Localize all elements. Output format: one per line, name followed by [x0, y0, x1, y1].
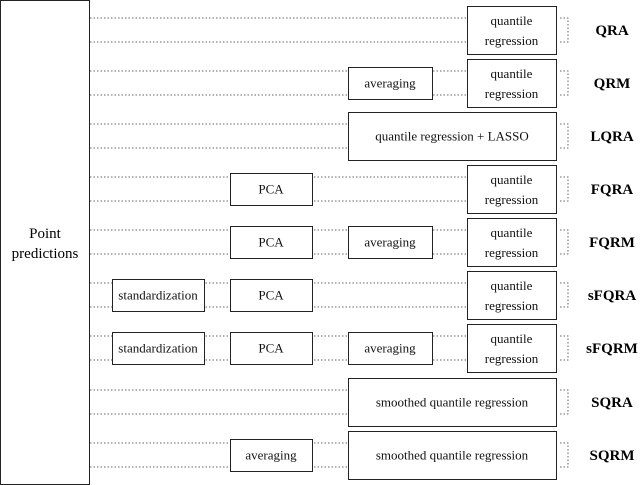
method-label: FQRA [591, 182, 634, 198]
step-box [230, 279, 313, 312]
method-label: LQRA [590, 129, 634, 145]
step-label: averaging [364, 235, 416, 250]
step-box [230, 439, 313, 472]
step-box [230, 173, 313, 206]
point-predictions-box [0, 0, 90, 485]
step-label: regression [485, 33, 539, 48]
method-label: QRM [594, 76, 631, 92]
output-bracket [560, 389, 569, 415]
step-box [348, 431, 557, 480]
step-label: quantile [491, 172, 533, 187]
step-label: quantile [491, 13, 533, 28]
point-predictions-label: Point [29, 226, 62, 242]
method-row-qrm: averaging quantile regression QRM [90, 59, 631, 108]
step-box [467, 218, 557, 267]
step-box [112, 279, 205, 312]
step-label: quantile [491, 66, 533, 81]
output-bracket [560, 442, 569, 468]
output-bracket [560, 123, 569, 149]
step-label: quantile regression + LASSO [375, 129, 529, 144]
step-box [112, 332, 205, 365]
output-bracket [560, 17, 569, 43]
step-label: PCA [258, 288, 284, 303]
method-label: QRA [595, 23, 629, 39]
step-label: PCA [258, 341, 284, 356]
step-label: averaging [364, 341, 416, 356]
step-label: quantile [491, 225, 533, 240]
step-box [348, 112, 557, 161]
step-label: regression [485, 351, 539, 366]
method-label: SQRM [590, 448, 635, 464]
step-label: averaging [364, 76, 416, 91]
step-label: standardization [118, 288, 198, 303]
method-row-sfqra: standardization PCA quantile regression sFQR… [90, 271, 637, 320]
method-row-fqrm: PCA averaging quantile regression FQRM [90, 218, 635, 267]
output-bracket [560, 282, 569, 308]
step-label: regression [485, 192, 539, 207]
output-bracket [560, 176, 569, 202]
output-bracket [560, 335, 569, 361]
method-row-sqrm: averaging smoothed quantile regression SQR… [90, 431, 635, 480]
step-box [467, 271, 557, 320]
output-bracket [560, 229, 569, 255]
step-box [348, 226, 433, 259]
step-box [230, 332, 313, 365]
output-bracket [560, 70, 569, 96]
step-label: smoothed quantile regression [376, 448, 529, 463]
method-rows: quantile regression QRA averaging quantile re… [90, 6, 638, 480]
step-box [467, 59, 557, 108]
step-box [467, 165, 557, 214]
method-label: sFQRM [586, 341, 638, 357]
step-box [348, 67, 433, 100]
method-row-sqra: smoothed quantile regression SQRA [90, 378, 633, 427]
method-label: FQRM [589, 235, 635, 251]
method-row-qra: quantile regression QRA [90, 6, 629, 55]
step-box [348, 378, 557, 427]
step-box [467, 324, 557, 373]
step-label: quantile [491, 278, 533, 293]
step-label: regression [485, 245, 539, 260]
method-label: SQRA [591, 395, 633, 411]
step-box [230, 226, 313, 259]
step-label: PCA [258, 182, 284, 197]
step-label: PCA [258, 235, 284, 250]
step-label: standardization [118, 341, 198, 356]
method-label: sFQRA [588, 288, 637, 304]
method-row-lqra: quantile regression + LASSO LQRA [90, 112, 634, 161]
step-label: averaging [245, 448, 297, 463]
step-label: regression [485, 86, 539, 101]
step-label: smoothed quantile regression [376, 395, 529, 410]
step-label: regression [485, 298, 539, 313]
method-row-fqra: PCA quantile regression FQRA [90, 165, 634, 214]
step-box [467, 6, 557, 55]
point-predictions-label-line2: predictions [12, 246, 79, 262]
step-box [348, 332, 433, 365]
method-row-sfqrm: standardization PCA averaging quantile regre… [90, 324, 638, 373]
step-label: quantile [491, 331, 533, 346]
